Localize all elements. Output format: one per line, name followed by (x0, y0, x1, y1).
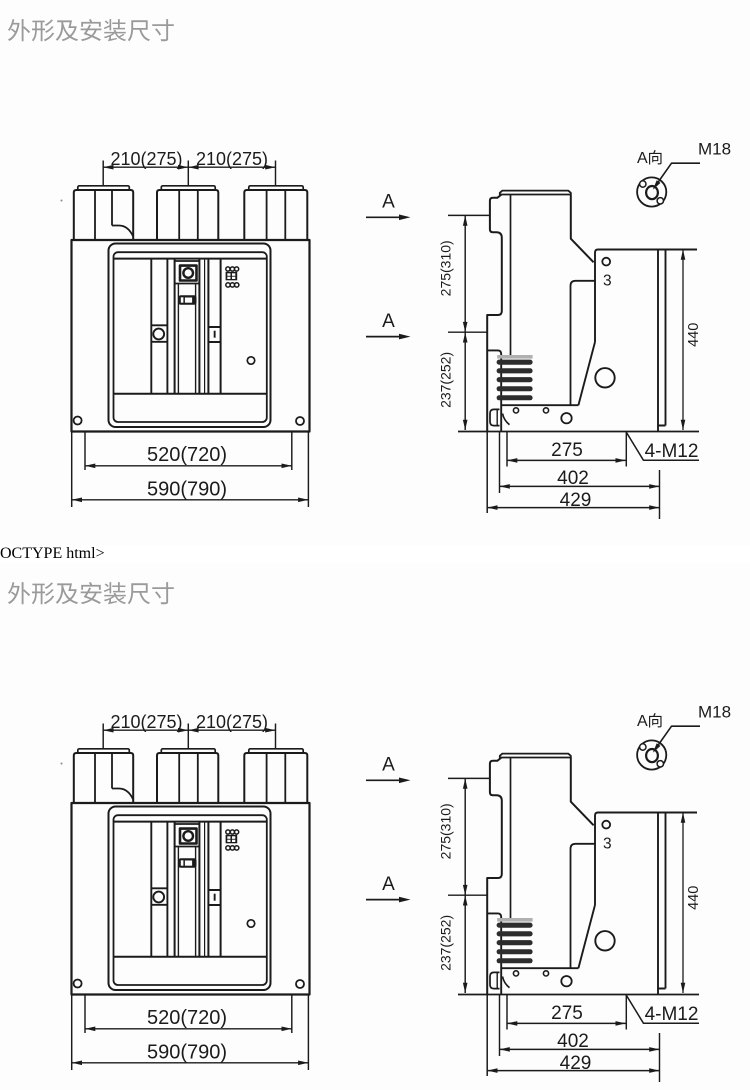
svg-text:275(310): 275(310) (437, 240, 453, 296)
svg-text:3: 3 (603, 836, 612, 853)
svg-text:237(252): 237(252) (437, 915, 453, 971)
svg-text:429: 429 (560, 1053, 592, 1074)
svg-text:237(252): 237(252) (437, 352, 453, 408)
svg-text:520(720): 520(720) (147, 444, 227, 466)
svg-text:402: 402 (557, 1031, 589, 1052)
svg-text:A: A (637, 713, 648, 730)
svg-text:210(275): 210(275) (196, 712, 268, 732)
svg-text:M18: M18 (698, 140, 731, 159)
svg-text:429: 429 (560, 490, 592, 511)
svg-text:440: 440 (686, 323, 702, 347)
svg-text:210(275): 210(275) (110, 149, 182, 169)
svg-text:4-M12: 4-M12 (645, 1004, 699, 1025)
svg-text:A: A (382, 755, 395, 776)
svg-text:520(720): 520(720) (147, 1007, 227, 1029)
svg-text:275: 275 (551, 1003, 583, 1024)
svg-text:440: 440 (686, 886, 702, 910)
svg-text:M18: M18 (698, 703, 731, 722)
svg-text:402: 402 (557, 468, 589, 489)
svg-text:A: A (382, 192, 395, 213)
svg-text:4-M12: 4-M12 (645, 441, 699, 462)
svg-text:590(790): 590(790) (147, 1042, 227, 1064)
svg-text:A: A (637, 150, 648, 167)
svg-text:210(275): 210(275) (110, 712, 182, 732)
svg-text:275: 275 (551, 440, 583, 461)
svg-text:590(790): 590(790) (147, 479, 227, 501)
svg-text:275(310): 275(310) (437, 803, 453, 859)
svg-text:3: 3 (603, 273, 612, 290)
svg-text:210(275): 210(275) (196, 149, 268, 169)
svg-text:A: A (382, 874, 395, 895)
svg-text:A: A (382, 311, 395, 332)
